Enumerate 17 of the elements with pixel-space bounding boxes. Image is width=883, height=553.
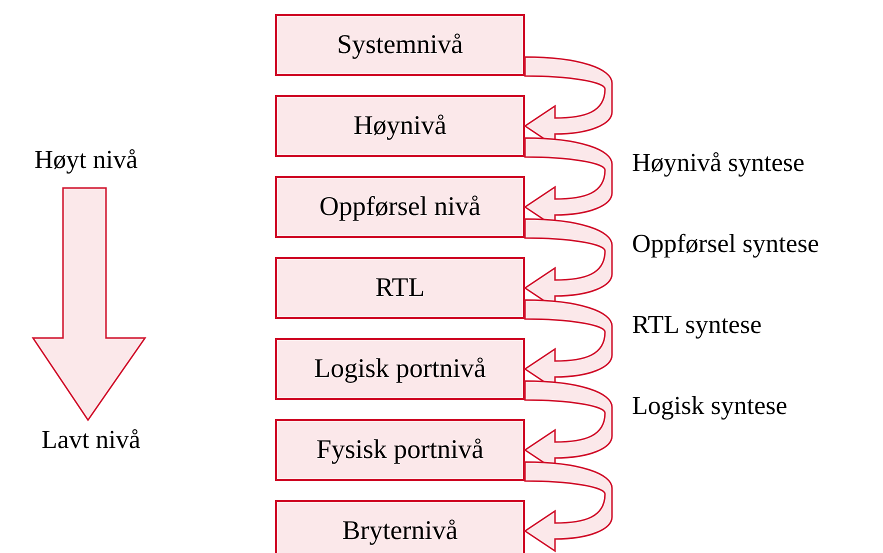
level-label: Lavt nivå: [40, 424, 142, 456]
level-box: [275, 500, 525, 553]
level-text: Logisk portnivå: [314, 352, 486, 386]
level-box: [275, 95, 525, 157]
level-label: Høyt nivå: [33, 144, 139, 176]
level-box: [275, 14, 525, 76]
level-box: [275, 338, 525, 400]
level-box: [275, 257, 525, 319]
level-box: [275, 419, 525, 481]
level-text: Oppførsel nivå: [319, 190, 481, 224]
level-box: [275, 176, 525, 238]
curved-arrow: [524, 461, 613, 552]
level-text: Bryternivå: [342, 514, 458, 548]
level-text: Høynivå: [354, 109, 446, 142]
level-text: Fysisk portnivå: [316, 433, 484, 466]
level-text: RTL: [375, 271, 425, 304]
level-text: Systemnivå: [337, 28, 463, 62]
